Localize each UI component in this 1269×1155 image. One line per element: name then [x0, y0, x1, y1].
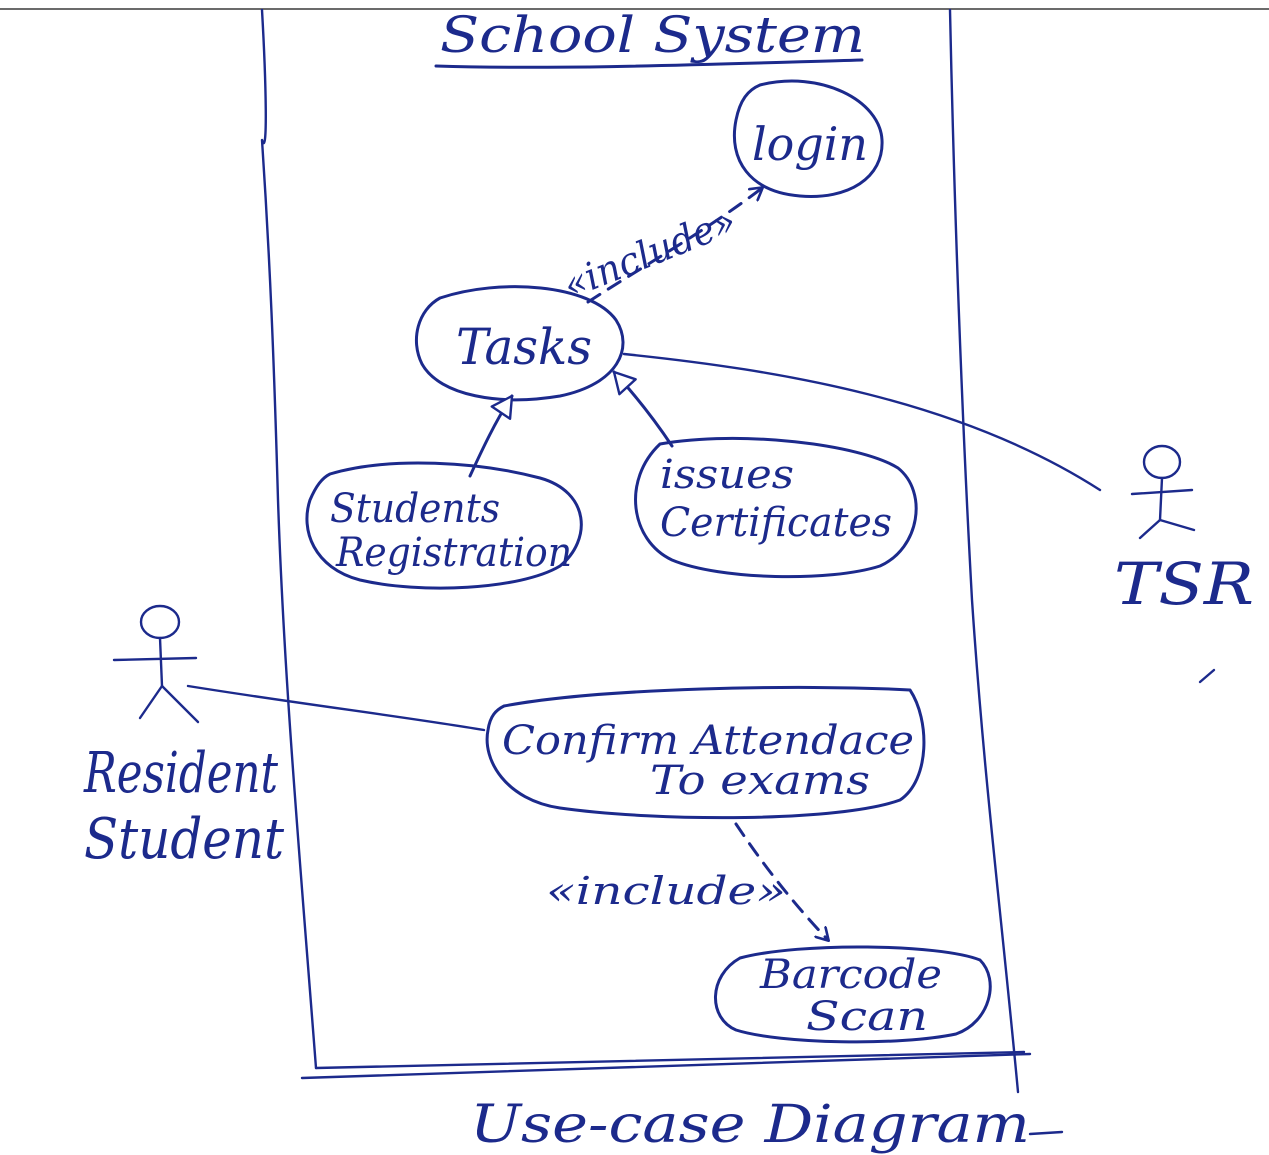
- use-case-login: login: [732, 79, 884, 198]
- include-label-bottom: «include»: [546, 869, 786, 913]
- use-case-tasks: Tasks: [414, 285, 625, 402]
- diagram-caption-label: Use-case Diagram: [470, 1095, 1030, 1155]
- association-tasks-tsr: [622, 352, 1102, 492]
- barcode-scan-line1: Barcode: [759, 952, 942, 998]
- use-case-students-registration: Students Registration: [305, 461, 583, 590]
- actor-resident-student-figure: [112, 604, 200, 724]
- stray-mark: [1198, 668, 1216, 684]
- actor-resident-student-line2: Student: [84, 807, 284, 872]
- generalization-certificates-tasks: [612, 370, 674, 448]
- actor-tsr-figure: [1130, 444, 1196, 540]
- include-label-top: «include»: [557, 198, 742, 307]
- students-registration-line1: Students: [330, 486, 500, 532]
- students-registration-line2: Registration: [335, 530, 572, 576]
- use-case-issues-certificates: issues Certificates: [634, 436, 918, 579]
- actor-resident-student: Resident Student: [83, 604, 284, 872]
- use-case-confirm-attendance: Confirm Attendace To exams: [485, 685, 926, 820]
- actor-tsr: TSR: [1114, 444, 1254, 684]
- system-title: School System: [434, 6, 865, 69]
- barcode-scan-line2: Scan: [806, 994, 928, 1040]
- diagram-caption: Use-case Diagram: [470, 1095, 1064, 1155]
- title-underline: [434, 58, 864, 69]
- actor-resident-student-line1: Resident: [83, 741, 278, 806]
- issues-certificates-line2: Certificates: [660, 500, 892, 546]
- include-arrow-tasks-login: [586, 188, 762, 304]
- association-student-attendance: [186, 684, 486, 732]
- generalization-registration-tasks: [468, 394, 514, 478]
- use-case-tasks-label: Tasks: [456, 318, 592, 376]
- use-case-login-label: login: [752, 117, 868, 171]
- system-boundary: [260, 8, 1032, 1094]
- issues-certificates-line1: issues: [660, 452, 794, 498]
- include-arrow-attendance-barcode: [734, 822, 828, 940]
- use-case-barcode-scan: Barcode Scan: [714, 945, 992, 1044]
- confirm-attendance-line1: Confirm Attendace: [502, 718, 914, 764]
- actor-tsr-label: TSR: [1114, 550, 1254, 618]
- svg-text:School System: School System: [440, 6, 865, 64]
- confirm-attendance-line2: To exams: [650, 758, 870, 804]
